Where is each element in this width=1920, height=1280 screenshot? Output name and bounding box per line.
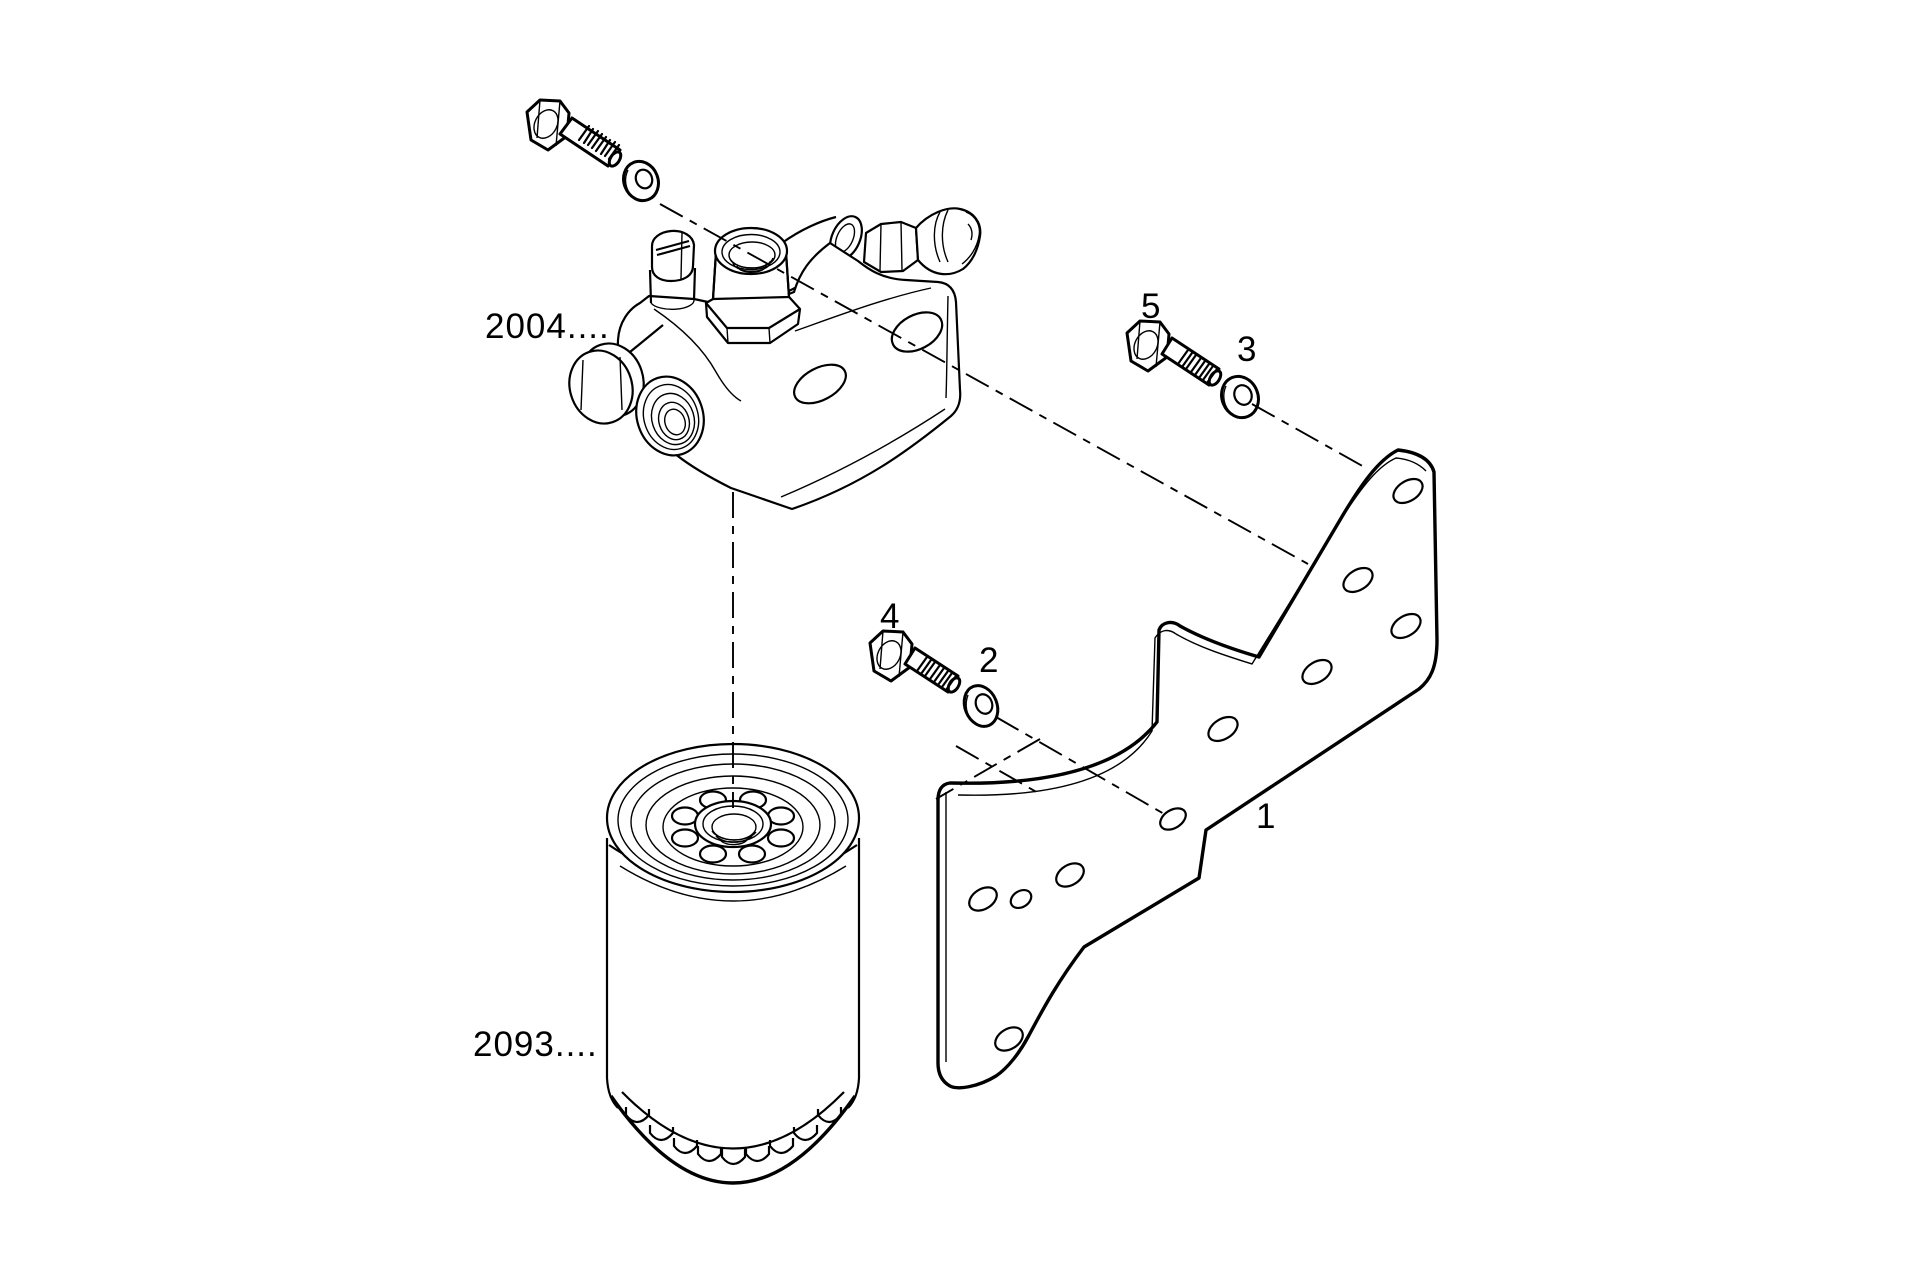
filter-scallops	[624, 1107, 843, 1166]
filter-side-right	[847, 838, 861, 1109]
leader-top-bolt-axis	[659, 203, 1309, 565]
leader-bolt5-axis	[1251, 403, 1367, 469]
head-ear-edge	[945, 295, 949, 399]
filter-scallop-band	[621, 1091, 845, 1150]
mounting-bracket	[936, 448, 1439, 1090]
bracket-thickness-lines	[957, 457, 1427, 796]
head-top-port	[704, 226, 802, 345]
top-bolt	[525, 98, 623, 168]
head-face-oval-hole	[793, 363, 847, 405]
label-bolt-4: 4	[880, 597, 900, 636]
head-ear-oval-hole	[890, 311, 944, 353]
filter-side-left	[605, 838, 619, 1109]
head-bottom-chamfer	[780, 408, 946, 498]
projection-lines	[659, 203, 1367, 816]
bolt-5	[1125, 319, 1223, 387]
washer-3	[1220, 374, 1260, 420]
head-face-edge-right	[794, 287, 932, 332]
bolt-4	[868, 629, 962, 694]
bolt-4-threads	[915, 655, 958, 692]
label-bolt-5: 5	[1141, 287, 1161, 326]
label-bracket: 1	[1256, 797, 1276, 836]
filter-rim-lower-arc2	[619, 865, 847, 902]
label-filter-head: 2004....	[485, 307, 610, 346]
label-washer-2: 2	[979, 641, 999, 680]
washer-2	[962, 684, 1000, 728]
head-face-edge-left	[653, 308, 742, 402]
bolt-5-threads	[1176, 348, 1219, 385]
head-cap-plug	[568, 324, 677, 425]
hose-fitting	[862, 207, 982, 276]
bracket-outline	[936, 448, 1439, 1090]
leader-bolt4-branch	[935, 738, 1041, 800]
label-filter-cartridge: 2093....	[473, 1025, 598, 1064]
label-washer-3: 3	[1237, 330, 1257, 369]
leader-bolt4-parallel	[955, 745, 1041, 795]
filter-bottom-arc	[609, 1095, 857, 1185]
top-bolt-threads	[577, 124, 621, 161]
bracket-holes	[968, 477, 1424, 1052]
top-washer	[622, 159, 660, 203]
part-labels: 2004.... 2093.... 1 2 3 4 5	[473, 287, 1276, 1064]
fuel-filter-head	[568, 207, 982, 511]
fuel-filter-cartridge	[605, 742, 861, 1185]
head-threaded-bore	[635, 375, 705, 457]
leader-bolt4-axis	[995, 716, 1167, 816]
head-slotted-plug	[648, 229, 697, 311]
